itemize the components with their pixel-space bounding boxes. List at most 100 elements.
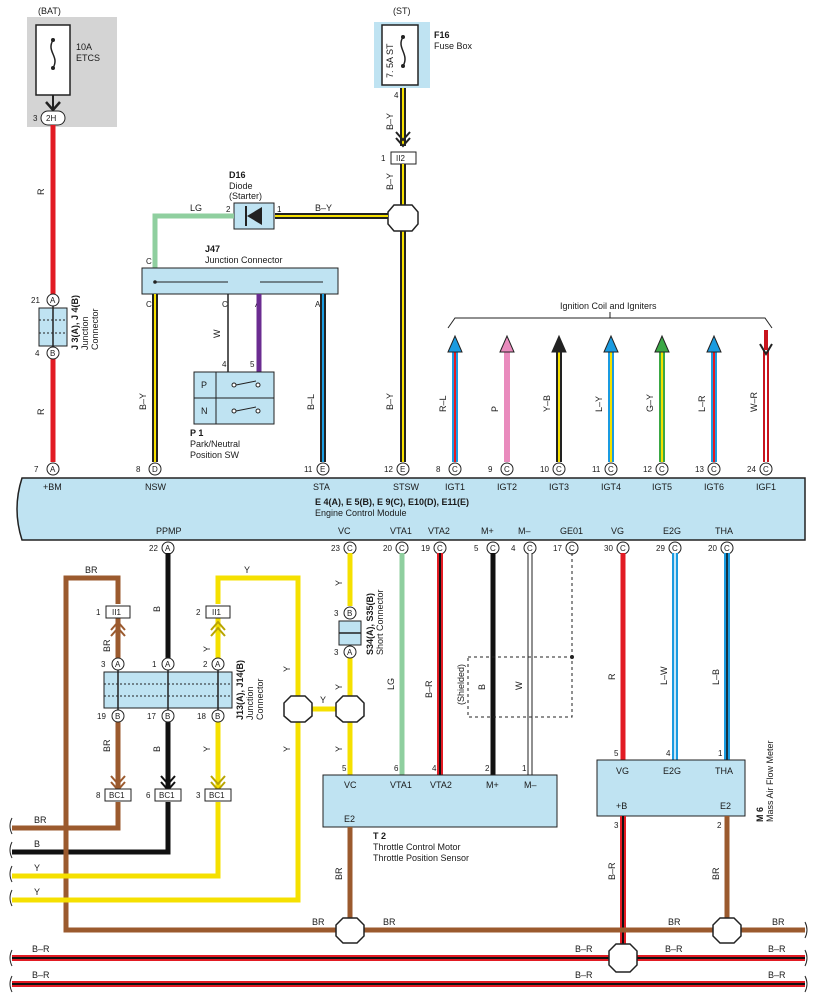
ecm-top-pin-num: 24 xyxy=(747,465,756,474)
ii1-a-num: 1 xyxy=(96,608,101,617)
j13-sub2: Connector xyxy=(255,678,265,720)
st-pin: 4 xyxy=(394,91,399,100)
st-label: (ST) xyxy=(393,6,411,16)
ii1-b-num: 2 xyxy=(196,608,201,617)
shield: (Shielded) xyxy=(456,553,574,718)
ecm-top-pin-name: STA xyxy=(313,482,330,492)
bus-br-label-3: BR xyxy=(668,917,681,927)
ecm-bottom-pin-conn: C xyxy=(527,544,533,553)
s34-bot-conn: A xyxy=(347,648,353,657)
ecm-top-pin-marker xyxy=(707,462,721,476)
ecm-bottom-pin-name: THA xyxy=(715,526,733,536)
ecm-bottom-pin-name: M+ xyxy=(481,526,494,536)
ecm-bottom-pins: A22PPMPC23VCC20VTA1C19VTA2C5M+C4M–C17GE0… xyxy=(149,526,734,555)
t2-name2: Throttle Position Sensor xyxy=(373,853,469,863)
ecm-top-pin-marker xyxy=(46,462,60,476)
wire-ppmp-label-2: B xyxy=(152,746,162,752)
ecm-bottom-pin-num: 29 xyxy=(656,544,665,553)
ecm-bottom-pin-num: 20 xyxy=(383,544,392,553)
wire-r-label-2: R xyxy=(36,408,46,415)
ecm-top-pin-marker xyxy=(148,462,162,476)
t2-br-label: BR xyxy=(334,867,344,880)
m6-br-label: B–R xyxy=(607,862,617,880)
ecm-top-pin-name: IGF1 xyxy=(756,482,776,492)
wire-vta1: LG xyxy=(386,553,405,775)
m6-pin-name-2: E2G xyxy=(663,766,681,776)
s34-bot-num: 3 xyxy=(334,648,339,657)
j3-bot-conn: B xyxy=(50,349,55,358)
j47-pin-c-bot1: C xyxy=(146,300,152,309)
t2-pin-name-3: VTA2 xyxy=(430,780,452,790)
ecm-bottom-pin-num: 4 xyxy=(511,544,516,553)
m6-pin-name-1: VG xyxy=(616,766,629,776)
st-fuse-block: (ST) 7. 5A ST F16 Fuse Box 4 xyxy=(374,6,473,100)
ecm-top-pin-num: 8 xyxy=(436,465,441,474)
wire-y-top-label: Y xyxy=(244,565,250,575)
wire-tha-label: L–B xyxy=(711,669,721,685)
j13-bot-conn-3: B xyxy=(215,712,220,721)
bat-fuse-rating: 10A xyxy=(76,42,92,52)
ecm-top-pin-name: STSW xyxy=(393,482,420,492)
m6-pin2: 2 xyxy=(717,821,722,830)
wire-vta2: B–R xyxy=(424,553,443,775)
wire-br-label-2: BR xyxy=(102,739,112,752)
wire-b-left-label: B xyxy=(34,839,40,849)
ecm-top-pin-num: 8 xyxy=(136,465,141,474)
wire-by-st: B–Y II2 1 B–Y B–Y xyxy=(381,88,419,462)
m6-pin-num-1: 5 xyxy=(614,749,619,758)
ecm-bottom-pin-num: 30 xyxy=(604,544,613,553)
m6-id: M 6 xyxy=(755,807,765,822)
ecm-bottom-pin-num: 19 xyxy=(421,544,430,553)
ii2-pin: 1 xyxy=(381,154,386,163)
m6-br-label-2: BR xyxy=(711,867,721,880)
diode-sub: (Starter) xyxy=(229,191,262,201)
ecm-bottom-pin-name: VC xyxy=(338,526,351,536)
t2-pin-name-4: M+ xyxy=(486,780,499,790)
bat-fuse-name: ETCS xyxy=(76,53,100,63)
ignition-wire-label: G–Y xyxy=(645,394,655,412)
p1-name: Park/Neutral xyxy=(190,439,240,449)
j3-name: J 3(A), J 4(B) xyxy=(70,295,80,350)
s34-short-connector: B 3 A 3 S34(A), S35(B) Short Connector xyxy=(334,589,385,659)
ecm-top-pin-marker xyxy=(655,462,669,476)
ecm-top-pin-name: NSW xyxy=(145,482,167,492)
p1-pin4: 4 xyxy=(222,360,227,369)
j13-bot-conn-1: B xyxy=(115,712,120,721)
st-fuse-id: F16 xyxy=(434,30,450,40)
p1-pos-p: P xyxy=(201,380,207,390)
p1-wire-w: W xyxy=(212,329,222,338)
wire-y-left-label: Y xyxy=(34,863,40,873)
ecm-top-pin-num: 12 xyxy=(643,465,652,474)
ecm-top-pin-marker xyxy=(604,462,618,476)
ecm-top-pin-num: 12 xyxy=(384,465,393,474)
ecm-top-pin-num: 11 xyxy=(592,465,601,474)
m6-pb: +B xyxy=(616,801,627,811)
s34-sub: Short Connector xyxy=(375,589,385,655)
t2-pin-name-2: VTA1 xyxy=(390,780,412,790)
p1-id: P 1 xyxy=(190,428,203,438)
ecm-top-pin-name: IGT3 xyxy=(549,482,569,492)
wire-vc-label-3: Y xyxy=(334,746,344,752)
j13-top-conn-1: A xyxy=(115,660,121,669)
wire-nsw: B–Y xyxy=(138,294,158,462)
j13-bot-num-3: 18 xyxy=(197,712,206,721)
bus-br-label-2: BR xyxy=(383,917,396,927)
ecm-top-pin-name: IGT6 xyxy=(704,482,724,492)
st-fuse-rating: 7. 5A ST xyxy=(385,43,395,78)
t2-pin-num-2: 6 xyxy=(394,764,399,773)
ecm-top-pin-conn: C xyxy=(763,465,769,474)
ecm-top-pin-num: 9 xyxy=(488,465,493,474)
wire-vta1-label: LG xyxy=(386,678,396,690)
ecm-bottom-pin-conn: C xyxy=(399,544,405,553)
bat-label: (BAT) xyxy=(38,6,61,16)
wire-vc-label-2: Y xyxy=(334,684,344,690)
j3-top-num: 21 xyxy=(31,296,40,305)
j47-pin-a-bot2: A xyxy=(315,300,321,309)
ecm-top-pin-num: 7 xyxy=(34,465,39,474)
diode-id: D16 xyxy=(229,170,246,180)
j13-junction-connector: A A A 3 1 2 B B B 19 17 18 J13(A), J14(B… xyxy=(97,657,265,723)
ecm-top-pin-name: +BM xyxy=(43,482,62,492)
wire-by-st-label: B–Y xyxy=(385,113,395,130)
diode-pin-in: 2 xyxy=(226,205,231,214)
